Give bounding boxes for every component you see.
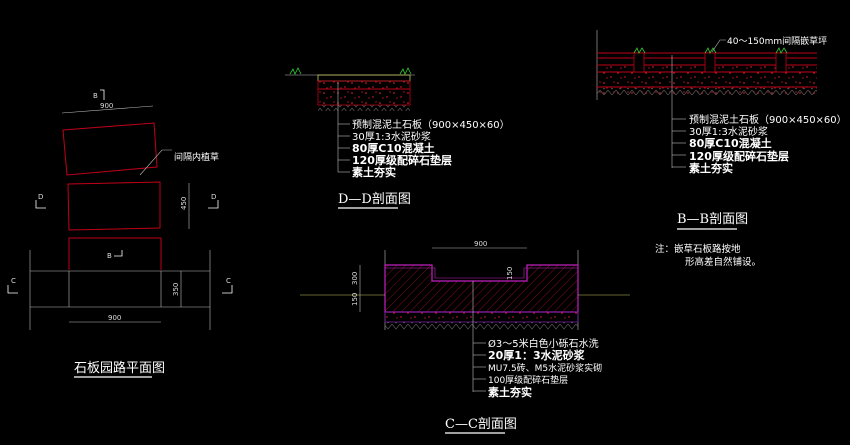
bb-note-line2: 形高差自然铺设。 <box>685 256 761 268</box>
plan-view: 900 B 450 350 900 间隔内植草 D D B C C 石板园路平面… <box>7 89 233 378</box>
plan-dim-350: 350 <box>172 283 180 296</box>
section-cc: 900 300 150 150 Ø3～5米白色小砾石水洗 20厚1：3水泥砂浆 … <box>300 240 630 434</box>
dd-title: D—D剖面图 <box>338 192 411 207</box>
dd-layer-2: 30厚1:3水泥砂浆 <box>352 130 431 143</box>
dd-layer-1: 预制混泥土石板（900×450×60） <box>352 118 510 131</box>
section-dd: 预制混泥土石板（900×450×60） 30厚1:3水泥砂浆 80厚C10混凝土… <box>285 67 510 209</box>
stone-slab-2 <box>67 181 161 231</box>
section-bb: 40～150mm间隔嵌草坪 预制混泥土石板（900×450×60） 30厚1:3… <box>596 30 847 268</box>
cc-dim-150: 150 <box>506 267 514 280</box>
stone-slab-1 <box>62 122 158 176</box>
bb-top-note: 40～150mm间隔嵌草坪 <box>727 35 827 47</box>
section-marker-c-left: C <box>11 277 16 285</box>
section-marker-c-right: C <box>226 277 231 285</box>
bb-layer-2: 30厚1:3水泥砂浆 <box>689 125 768 138</box>
section-marker-d-right: D <box>211 193 216 201</box>
plan-dim-top: 900 <box>100 102 113 110</box>
bb-layer-3: 80厚C10混凝土 <box>689 136 772 150</box>
plan-dim-450: 450 <box>180 197 188 210</box>
bb-note-line1: 注：嵌草石板路按地 <box>655 243 741 255</box>
dd-layer-4: 120厚级配碎石垫层 <box>352 153 452 167</box>
bb-layer-5: 素土夯实 <box>689 161 733 175</box>
cc-layer-3: MU7.5砖、M5水泥砂浆实砌 <box>488 362 602 374</box>
cc-dim-150-left: 150 <box>351 293 359 306</box>
bb-layer-4: 120厚级配碎石垫层 <box>689 149 789 163</box>
cc-dim-300: 300 <box>351 272 359 285</box>
section-marker-b-top: B <box>93 92 98 100</box>
plan-title: 石板园路平面图 <box>74 360 165 376</box>
bb-layer-labels: 预制混泥土石板（900×450×60） 30厚1:3水泥砂浆 80厚C10混凝土… <box>672 113 847 175</box>
dd-layer-5: 素土夯实 <box>352 165 396 179</box>
section-marker-d-left: D <box>38 193 43 201</box>
dd-layer-3: 80厚C10混凝土 <box>352 141 435 155</box>
cc-title: C—C剖面图 <box>445 417 517 432</box>
cc-dim-width: 900 <box>474 240 487 248</box>
cc-layer-4: 100厚级配碎石垫层 <box>488 374 568 386</box>
bb-layer-1: 预制混泥土石板（900×450×60） <box>689 113 847 126</box>
plan-dim-bottom: 900 <box>108 314 121 322</box>
cc-layer-labels: Ø3～5米白色小砾石水洗 20厚1：3水泥砂浆 MU7.5砖、M5水泥砂浆实砌 … <box>473 337 602 399</box>
cc-layer-5: 素土夯实 <box>488 385 532 399</box>
section-marker-b: B <box>107 252 112 260</box>
bb-title: B—B剖面图 <box>677 212 748 227</box>
stone-slab-3 <box>68 237 162 270</box>
grass-note: 间隔内植草 <box>174 151 219 163</box>
dd-layer-labels: 预制混泥土石板（900×450×60） 30厚1:3水泥砂浆 80厚C10混凝土… <box>338 118 510 179</box>
cc-layer-1: Ø3～5米白色小砾石水洗 <box>488 337 599 350</box>
cc-layer-2: 20厚1：3水泥砂浆 <box>488 348 586 362</box>
